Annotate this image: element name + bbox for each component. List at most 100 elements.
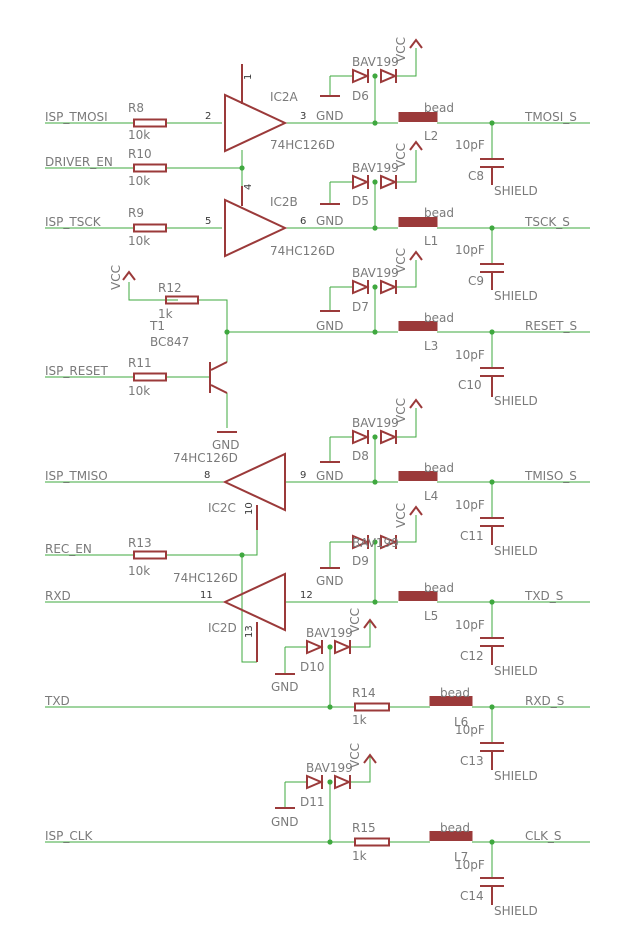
vcc-wire [350, 620, 371, 648]
ferrite-bead [429, 696, 473, 706]
shield-label: SHIELD [494, 289, 538, 303]
ferrite-bead [429, 831, 473, 841]
diode-body [306, 639, 324, 655]
gnd-label: GND [316, 574, 344, 588]
buffer-ref: IC2C [208, 501, 236, 515]
vcc-arrow [122, 270, 136, 281]
net-label-tmiso-s: TMISO_S [524, 469, 577, 483]
bead-part: bead [440, 686, 470, 700]
net-label-rxd: RXD [45, 589, 71, 603]
vcc-label: VCC [348, 608, 362, 633]
resistor-ref: R12 [158, 281, 182, 295]
capacitor-value: 10pF [455, 243, 485, 257]
vcc-arrow [409, 505, 423, 516]
shield-label: SHIELD [494, 769, 538, 783]
capacitor-ref: C10 [458, 378, 482, 392]
gnd-label: GND [212, 438, 240, 452]
ferrite-bead [398, 321, 438, 331]
resistor-ref: R9 [128, 206, 144, 220]
en-ic2d [241, 555, 257, 663]
wires [45, 48, 590, 878]
capacitor-ref: C11 [460, 529, 484, 543]
diode-part: BAV199 [352, 266, 399, 280]
diode-ref: D10 [300, 660, 325, 674]
resistor-value: 10k [128, 234, 150, 248]
vcc-label: VCC [109, 265, 123, 290]
junction-dot [372, 479, 378, 485]
transistor-emitter [210, 384, 228, 394]
capacitor-value: 10pF [455, 138, 485, 152]
buffer-ref: IC2A [270, 90, 299, 104]
buffer-part: 74HC126D [270, 138, 335, 152]
diode-body [352, 534, 370, 550]
buffer-pin-in: 5 [205, 216, 211, 227]
buffer-pin-en: 13 [244, 625, 255, 638]
junction-dot [372, 225, 378, 231]
capacitor-value: 10pF [455, 723, 485, 737]
gnd-label: GND [271, 815, 299, 829]
vcc-arrow [409, 250, 423, 261]
vcc-arrow [363, 618, 377, 629]
capacitor-value: 10pF [455, 618, 485, 632]
vcc-arrow [363, 753, 377, 764]
capacitor-value: 10pF [455, 498, 485, 512]
vcc-wire [397, 48, 417, 77]
diode-body [352, 429, 370, 445]
vcc-wire [397, 260, 417, 288]
shield-label: SHIELD [494, 664, 538, 678]
buffer-triangle [224, 198, 288, 258]
junction-dot [372, 599, 378, 605]
buffer-triangle [222, 572, 286, 632]
ferrite-bead [398, 591, 438, 601]
vcc-label: VCC [394, 503, 408, 528]
ferrite-bead [398, 217, 438, 227]
resistor-value: 10k [128, 128, 150, 142]
resistor-body [133, 550, 167, 560]
vcc-arrow [409, 38, 423, 49]
buffer-pin-out: 12 [300, 590, 313, 601]
buffer-pin-out: 6 [300, 216, 306, 227]
ferrite-bead [398, 112, 438, 122]
bead-ref: L4 [424, 489, 438, 503]
diode-body [352, 174, 370, 190]
bead-part: bead [424, 311, 454, 325]
buffer-ref: IC2B [270, 195, 298, 209]
buffer-triangle [224, 93, 288, 153]
bead-part: bead [424, 206, 454, 220]
buffer-pin-en: 1 [243, 74, 254, 80]
buffer-pin-en: 4 [243, 184, 254, 190]
buffer-pin-in: 11 [200, 590, 213, 601]
transistor-collector [210, 361, 228, 371]
diode-part: BAV199 [352, 536, 399, 550]
junction-dot [372, 329, 378, 335]
diode-body [352, 68, 370, 84]
net-label-reset-s: RESET_S [525, 319, 577, 333]
resistor-body [354, 837, 390, 847]
diode-body [380, 534, 398, 550]
resistor-value: 10k [128, 384, 150, 398]
vcc-label: VCC [348, 743, 362, 768]
vcc-label: VCC [394, 37, 408, 62]
net-label-rec-en: REC_EN [45, 542, 92, 556]
net-label-clk-s: CLK_S [525, 829, 562, 843]
bead-ref: L2 [424, 129, 438, 143]
bead-ref: L3 [424, 339, 438, 353]
resistor-value: 1k [352, 713, 367, 727]
net-label-isp-clk: ISP_CLK [45, 829, 93, 843]
gnd-label: GND [316, 319, 344, 333]
vcc-arrow [409, 398, 423, 409]
resistor-ref: R15 [352, 821, 376, 835]
resistor-body [165, 295, 199, 305]
resistor-ref: R14 [352, 686, 376, 700]
diode-body [380, 429, 398, 445]
gnd-label: GND [316, 214, 344, 228]
buffer-pin-out: 9 [300, 470, 306, 481]
junction-dot [327, 704, 333, 710]
bead-part: bead [424, 581, 454, 595]
resistor-ref: R10 [128, 147, 152, 161]
capacitor-ref: C9 [468, 274, 484, 288]
net-label-isp-tmosi: ISP_TMOSI [45, 110, 108, 124]
resistor-body [133, 372, 167, 382]
vcc-r12 [128, 282, 178, 301]
